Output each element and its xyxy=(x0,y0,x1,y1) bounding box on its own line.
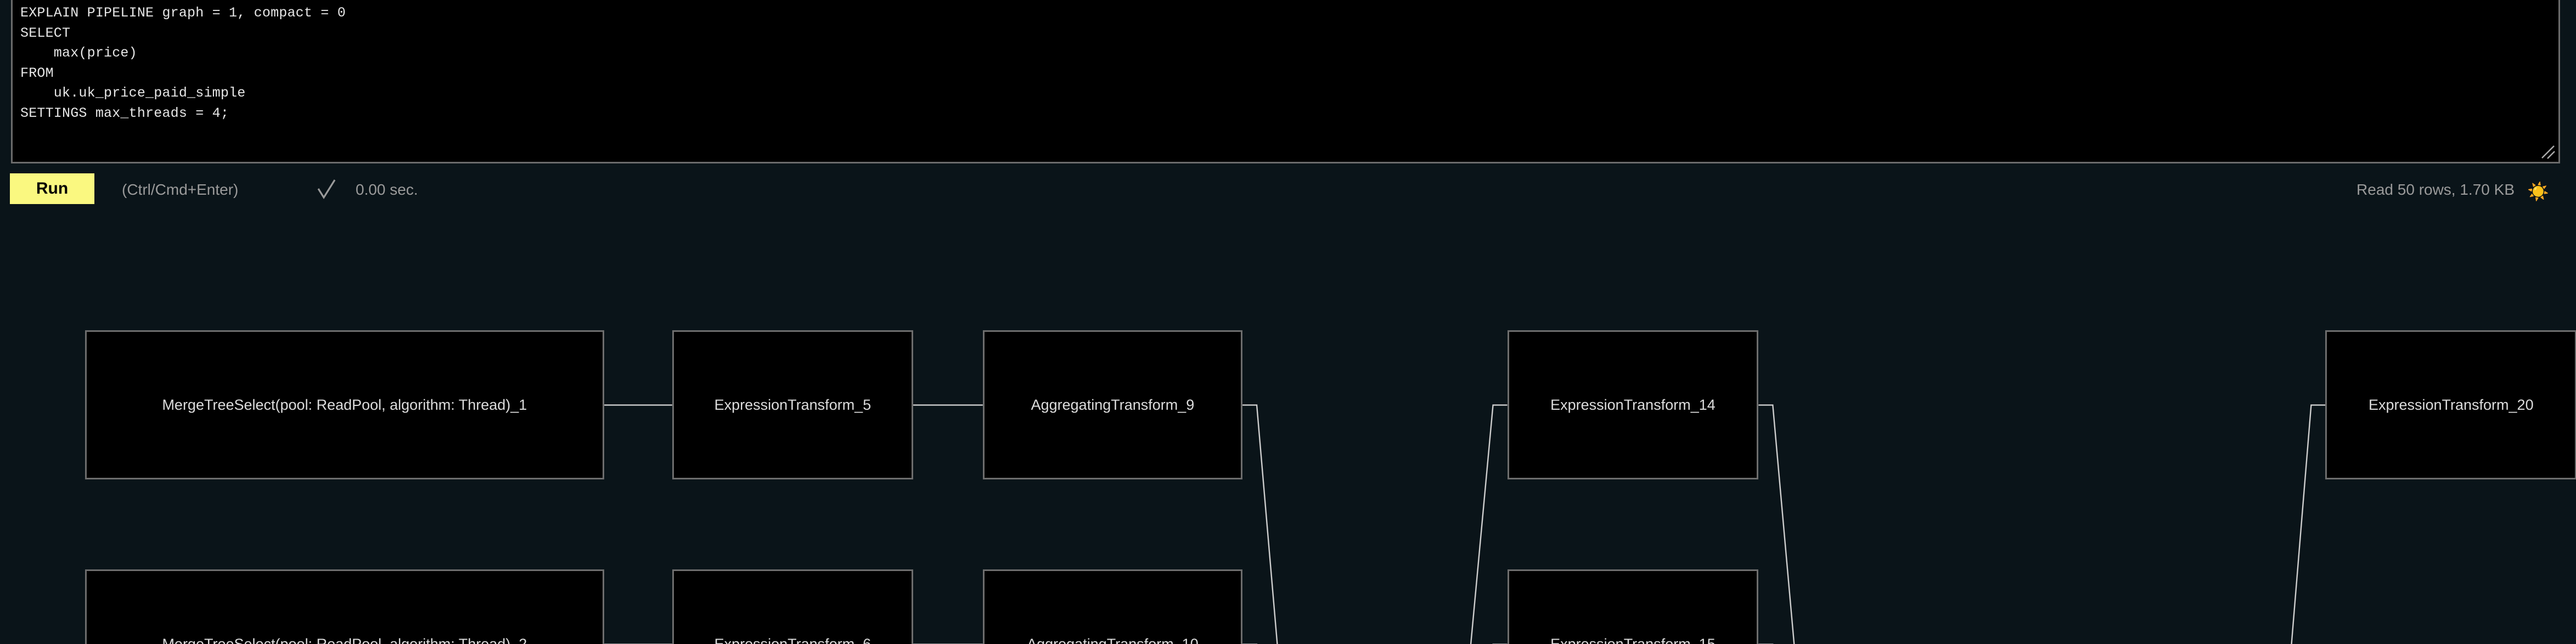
run-button[interactable]: Run xyxy=(10,173,94,204)
sun-icon[interactable]: ☀️ xyxy=(2527,182,2549,201)
sql-editor[interactable]: EXPLAIN PIPELINE graph = 1, compact = 0 … xyxy=(11,0,2560,163)
resize-grip-icon[interactable] xyxy=(2538,142,2556,160)
pipeline-edges xyxy=(604,404,2326,644)
sql-editor-text[interactable]: EXPLAIN PIPELINE graph = 1, compact = 0 … xyxy=(20,5,346,121)
graph-node[interactable]: MergeTreeSelect(pool: ReadPool, algorith… xyxy=(85,569,605,644)
read-stats: Read 50 rows, 1.70 KB xyxy=(2356,181,2515,198)
graph-node[interactable]: AggregatingTransform_9 xyxy=(982,330,1243,480)
graph-edge xyxy=(1242,404,1278,644)
pipeline-graph[interactable]: MergeTreeSelect(pool: ReadPool, algorith… xyxy=(0,215,2576,644)
graph-node[interactable]: MergeTreeSelect(pool: ReadPool, algorith… xyxy=(85,330,605,480)
graph-node[interactable]: ExpressionTransform_15 xyxy=(1507,569,1759,644)
graph-node[interactable]: ExpressionTransform_20 xyxy=(2325,330,2576,480)
elapsed-time: 0.00 sec. xyxy=(356,181,418,198)
graph-node[interactable]: ExpressionTransform_14 xyxy=(1507,330,1759,480)
graph-edge xyxy=(1758,404,1795,644)
graph-node[interactable]: AggregatingTransform_10 xyxy=(982,569,1243,644)
run-shortcut-hint: (Ctrl/Cmd+Enter) xyxy=(122,181,239,198)
graph-node[interactable]: ExpressionTransform_5 xyxy=(672,330,914,480)
query-toolbar: Run (Ctrl/Cmd+Enter) 0.00 sec. Read 50 r… xyxy=(0,165,2576,215)
graph-edge xyxy=(2291,404,2326,644)
checkmark-icon xyxy=(317,179,336,200)
graph-edge xyxy=(1470,404,1508,644)
graph-node[interactable]: ExpressionTransform_6 xyxy=(672,569,914,644)
